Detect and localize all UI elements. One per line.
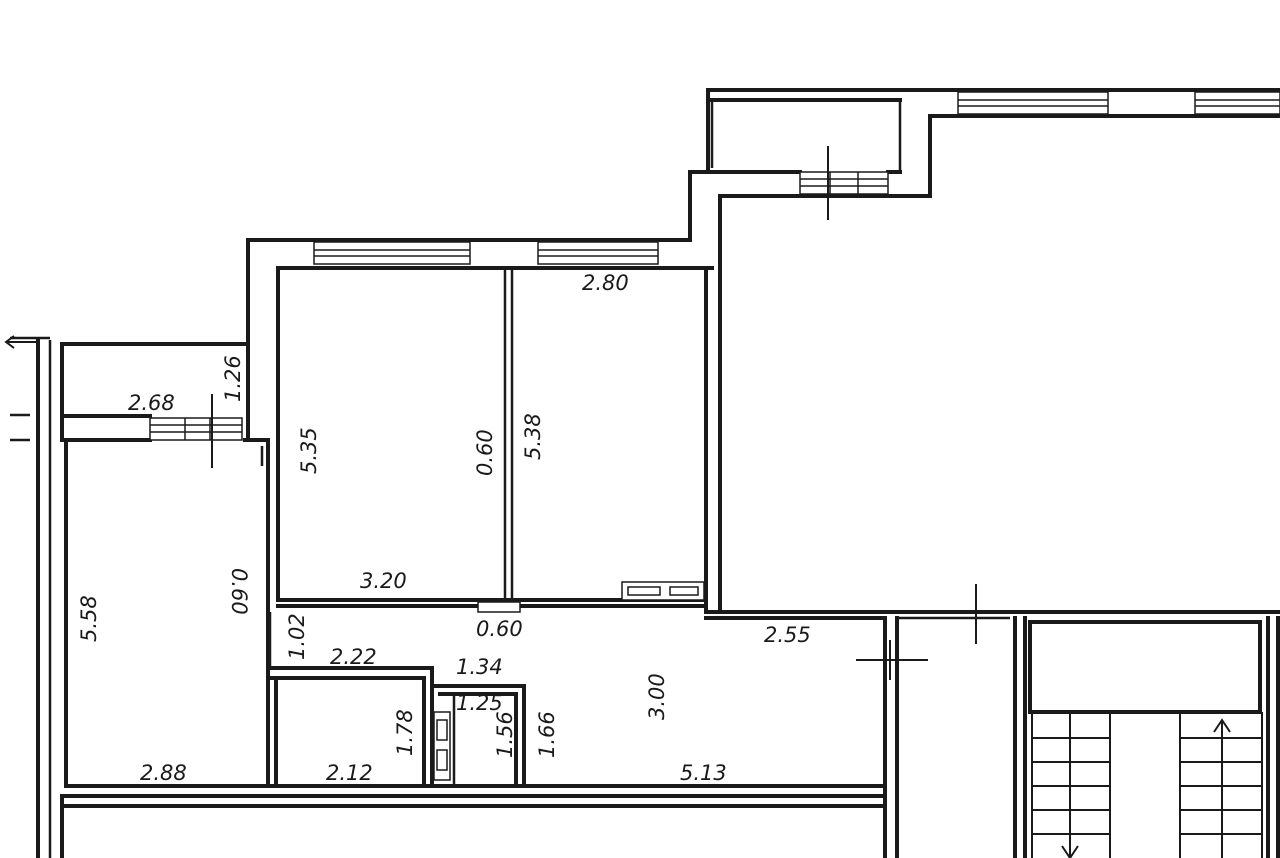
dim-corridor-b: 2.22 (330, 645, 377, 669)
dim-balcony-depth: 1.26 (221, 355, 245, 402)
dim-wc-depth-inner: 1.56 (493, 711, 517, 758)
door-notch (477, 601, 521, 613)
dim-wc-depth-outer: 1.66 (535, 711, 559, 758)
window-upper-block (799, 171, 889, 195)
dim-room2-depth: 5.38 (521, 413, 545, 460)
dim-partition-c: 0.60 (476, 617, 523, 641)
dim-corridor-a: 1.02 (285, 613, 309, 660)
stairs-left (1031, 712, 1111, 858)
window-bedroom2 (537, 241, 659, 265)
dim-kitchen-width: 2.88 (140, 761, 187, 785)
stairwell (1031, 712, 1263, 858)
dim-bath-depth: 1.78 (393, 709, 417, 756)
walls (10, 88, 1280, 858)
windows (149, 91, 1280, 441)
dim-partition-a: 0.60 (473, 429, 497, 476)
dim-partition-b: 0.60 (227, 568, 251, 615)
stairs-right (1179, 712, 1263, 858)
axis-marks (4, 146, 977, 680)
dim-wc-width-inner: 1.25 (456, 691, 503, 715)
wc-fixture (433, 711, 451, 781)
dim-room2-width: 2.80 (582, 271, 629, 295)
dim-balcony-width: 2.68 (128, 391, 175, 415)
dim-bath-width: 2.12 (326, 761, 373, 785)
fixtures (433, 581, 705, 781)
dim-wc-width-top: 1.34 (456, 655, 503, 679)
dim-room1-depth: 5.35 (297, 427, 321, 474)
radiator (621, 581, 705, 601)
dim-kitchen-depth: 5.58 (77, 595, 101, 642)
window-top-right-2 (1194, 91, 1280, 115)
window-bedroom1 (313, 241, 471, 265)
dim-room1-width: 3.20 (360, 569, 407, 593)
dim-entry-width: 2.55 (764, 623, 811, 647)
window-top-right-1 (957, 91, 1109, 115)
window-balcony (149, 417, 243, 441)
dim-hall-width: 5.13 (680, 761, 727, 785)
dim-hall-depth: 3.00 (645, 673, 669, 720)
dimension-labels: 2.68 1.26 5.35 0.60 5.38 2.80 3.20 0.60 … (77, 271, 811, 785)
